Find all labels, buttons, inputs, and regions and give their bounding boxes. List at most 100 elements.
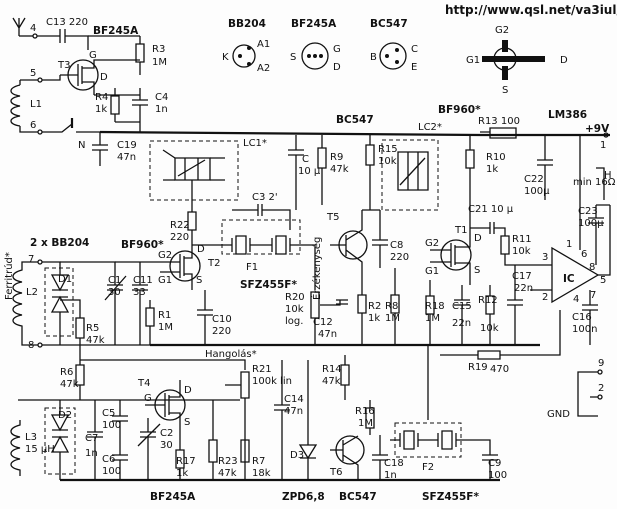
r23-value: 47k bbox=[218, 468, 237, 479]
t4-label: T4 bbox=[137, 378, 150, 389]
c6-value: 100 bbox=[102, 466, 121, 477]
c22-value: 100µ bbox=[524, 186, 550, 197]
d1-outline bbox=[44, 267, 74, 337]
l1-wires bbox=[42, 75, 100, 133]
r11-value: 10k bbox=[512, 246, 531, 257]
bb204-pin-k bbox=[238, 54, 242, 58]
c9-value: 100 bbox=[488, 470, 507, 481]
headphone-label: H bbox=[604, 170, 612, 181]
c19-value: 47n bbox=[117, 152, 136, 163]
r9-label: R9 bbox=[330, 152, 343, 163]
r22-resistor bbox=[187, 200, 197, 245]
c17-value: 22n bbox=[514, 283, 533, 294]
pinout-bf245a-title: BF245A bbox=[291, 18, 337, 30]
supply-tap-wire bbox=[115, 121, 141, 132]
bc547-body bbox=[379, 42, 407, 70]
c2-value: 30 bbox=[160, 440, 173, 451]
r23-label: R23 bbox=[218, 456, 238, 467]
supply-rail bbox=[99, 130, 610, 137]
l2-label: L2 bbox=[26, 287, 38, 298]
c14-capacitor bbox=[274, 360, 290, 480]
pin4-terminal bbox=[32, 33, 38, 39]
c16-value: 100n bbox=[572, 324, 597, 335]
speaker-jack bbox=[596, 167, 610, 206]
lc1-coil-cap bbox=[174, 157, 211, 181]
pin9-label: 9 bbox=[598, 358, 604, 369]
ic-input-wires bbox=[530, 264, 552, 291]
c7-value: 1n bbox=[85, 448, 98, 459]
ic-pin6-label: 6 bbox=[581, 249, 587, 260]
c17-label: C17 bbox=[512, 271, 532, 282]
c9-label: C9 bbox=[488, 458, 501, 469]
r19-label: R19 bbox=[468, 362, 488, 373]
t2-s-label: S bbox=[196, 275, 202, 286]
amplifier-stage: BC547 C 10 µ R9 47k T5 R15 10k C8 220 R2… bbox=[288, 114, 409, 345]
r2-value: 1k bbox=[368, 313, 380, 324]
lc1-shield bbox=[149, 140, 239, 201]
ic-pin3-label: 3 bbox=[542, 252, 548, 263]
bc547-label-b: B bbox=[370, 52, 377, 63]
r3-value: 1M bbox=[152, 57, 167, 68]
bb204-pin-a1 bbox=[247, 46, 251, 50]
c1-value: 30 bbox=[108, 287, 121, 298]
pin7-label: 7 bbox=[28, 254, 34, 265]
r17-label: R17 bbox=[176, 456, 196, 467]
t5-leads bbox=[330, 210, 363, 282]
r12-value: 10k bbox=[480, 323, 499, 334]
r3-label: R3 bbox=[152, 44, 165, 55]
pin2-terminal bbox=[597, 394, 603, 400]
r22-label: R22 bbox=[170, 220, 190, 231]
r4-label: R4 bbox=[95, 92, 108, 103]
c21-label: C21 10 µ bbox=[468, 204, 514, 215]
r23-resistor bbox=[208, 400, 218, 480]
bf960-lead-g1 bbox=[482, 56, 497, 62]
r3-resistor bbox=[135, 36, 145, 75]
d2-varicap bbox=[50, 400, 70, 480]
c19-label: C19 bbox=[117, 140, 137, 151]
t1-leads bbox=[430, 228, 471, 285]
c17-capacitor bbox=[507, 265, 523, 345]
r4-resistor bbox=[110, 88, 120, 122]
c14-label: C14 bbox=[284, 394, 304, 405]
lc2-coil-cap bbox=[397, 151, 429, 191]
bb204-label-a2: A2 bbox=[257, 63, 270, 74]
t3-type-label: BF245A bbox=[93, 25, 139, 37]
c14-value: 47n bbox=[284, 406, 303, 417]
r21-label: R21 bbox=[252, 364, 272, 375]
bf245a-label-g: G bbox=[333, 44, 341, 55]
c12-capacitor bbox=[330, 299, 348, 306]
r5-resistor bbox=[60, 299, 85, 355]
c16-label: C16 bbox=[572, 312, 592, 323]
c11-capacitor bbox=[115, 261, 160, 345]
pin5-terminal bbox=[37, 77, 43, 83]
r16-resistor bbox=[365, 400, 375, 435]
ic-pin4-label: 4 bbox=[573, 294, 579, 305]
ic-amplifier-triangle bbox=[551, 246, 600, 304]
r10-resistor bbox=[465, 135, 475, 228]
r11-resistor bbox=[500, 235, 530, 266]
r16-label: R16 bbox=[355, 406, 375, 417]
demod-stage: BF960* R10 1k R13 100 T1 G2 G1 D S C21 1… bbox=[425, 104, 561, 375]
supply-pin-label: 1 bbox=[600, 140, 606, 151]
r17-resistor bbox=[175, 440, 185, 480]
r6-label: R6 bbox=[60, 367, 73, 378]
t1-type-label: BF960* bbox=[438, 104, 481, 116]
l3-value: 15 µH bbox=[25, 444, 55, 455]
c10-capacitor bbox=[197, 290, 213, 345]
c18-capacitor bbox=[372, 435, 388, 480]
r18-resistor bbox=[425, 280, 435, 345]
lc1-wires bbox=[162, 149, 225, 200]
f1-type-label: SFZ455F* bbox=[240, 279, 297, 291]
c4-capacitor bbox=[132, 88, 148, 122]
t3-leads bbox=[60, 59, 140, 95]
r6-value: 47k bbox=[60, 379, 79, 390]
audio-amp: LM386 +9V 1 C22 100µ min 16Ω H C23 100µ … bbox=[524, 109, 616, 345]
bf960-lead-d bbox=[497, 56, 545, 62]
r20-taper: log. bbox=[285, 316, 303, 327]
f1-label: F1 bbox=[246, 262, 258, 273]
bc547-pin-c bbox=[395, 48, 399, 52]
c18-label: C18 bbox=[384, 458, 404, 469]
r2-resistor bbox=[357, 282, 367, 345]
c3-capacitor bbox=[232, 204, 291, 230]
pin4-label: 4 bbox=[30, 23, 36, 34]
